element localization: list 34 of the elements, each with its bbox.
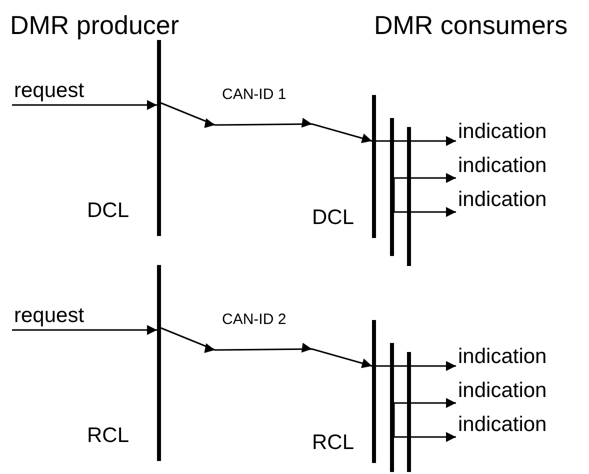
layer-bar bbox=[390, 118, 394, 256]
message-label: indication bbox=[458, 380, 547, 401]
layer-label: DCL bbox=[87, 200, 130, 221]
layer-label: RCL bbox=[312, 432, 354, 453]
layer-label: RCL bbox=[87, 425, 130, 446]
layer-bar bbox=[157, 40, 161, 236]
message-arrow bbox=[376, 361, 456, 371]
message-label: indication bbox=[458, 189, 547, 210]
message-label: request bbox=[14, 305, 84, 326]
layer-bar bbox=[372, 320, 376, 463]
message-arrow bbox=[160, 102, 372, 143]
layer-bar bbox=[407, 127, 411, 266]
layer-bar bbox=[157, 265, 161, 461]
message-arrow bbox=[394, 173, 456, 183]
message-arrow bbox=[394, 398, 456, 408]
edge-label: CAN-ID 1 bbox=[222, 87, 286, 102]
message-label: indication bbox=[458, 121, 547, 142]
layer-bar bbox=[372, 95, 376, 238]
message-arrow bbox=[12, 100, 157, 110]
column-heading: DMR producer bbox=[10, 12, 180, 38]
layer-bar bbox=[390, 343, 394, 472]
message-arrow bbox=[393, 178, 456, 217]
layer-label: DCL bbox=[312, 207, 354, 228]
message-arrow bbox=[12, 325, 157, 335]
message-label: request bbox=[14, 80, 84, 101]
message-label: indication bbox=[458, 346, 547, 367]
message-arrow bbox=[376, 136, 456, 146]
column-heading: DMR consumers bbox=[374, 12, 568, 38]
message-arrow bbox=[393, 403, 456, 442]
message-arrow bbox=[160, 327, 372, 368]
edge-label: CAN-ID 2 bbox=[222, 312, 286, 327]
message-label: indication bbox=[458, 155, 547, 176]
message-label: indication bbox=[458, 414, 547, 435]
layer-bar bbox=[407, 352, 411, 472]
